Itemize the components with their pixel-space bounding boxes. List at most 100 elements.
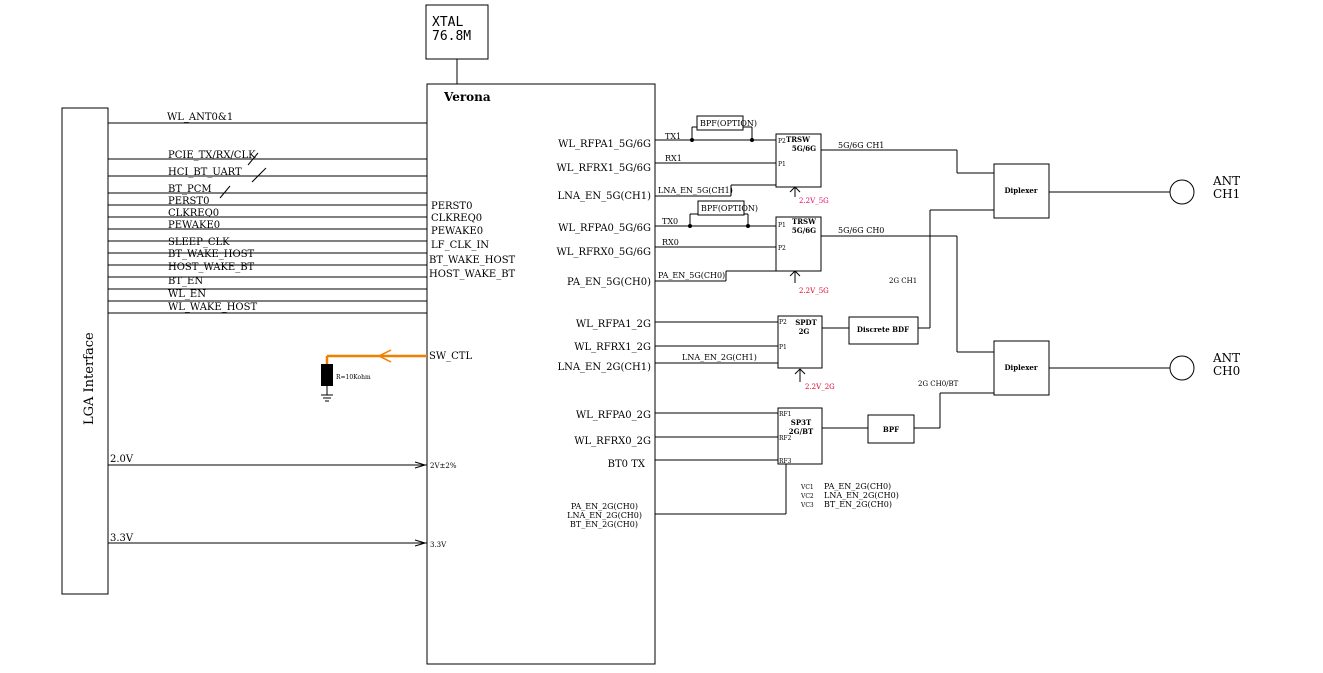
lf-clk-in-pin: LF_CLK_IN [431, 240, 489, 251]
sp3t-vc2: VC2 [800, 493, 814, 500]
hci-uart-label: HCI_BT_UART [168, 167, 242, 178]
trsw2-port-p1: P1 [778, 222, 786, 229]
lna-en-2g-ch1-net: LNA_EN_2G(CH1) [682, 353, 757, 362]
trsw1-label-2: 5G/6G [792, 144, 816, 153]
trsw2-label-2: 5G/6G [792, 226, 816, 235]
bpf-option-1-label: BPF(OPTION) [700, 119, 757, 128]
2g-ch0-bt-net: 2G CH0/BT [918, 380, 959, 388]
trsw1-label-1: TRSW [786, 135, 810, 144]
bt-en-label: BT_EN [168, 276, 203, 287]
v22-5g-net-1: 2.2V_5G [799, 197, 829, 205]
pewake-pin: PEWAKE0 [431, 226, 483, 237]
rx1-net: RX1 [665, 154, 682, 163]
ant-ch1-label-1: ANT [1212, 174, 1240, 188]
bpf-label: BPF [883, 425, 899, 434]
bt0-tx-pin: BT0 TX [608, 459, 646, 470]
xtal-box [425, 4, 489, 60]
rfrx1-5g-pin: WL_RFRX1_5G/6G [557, 163, 651, 174]
trsw1-port-p1: P1 [778, 161, 786, 168]
bpf-block [867, 414, 915, 444]
lga-interface-box [61, 107, 109, 595]
pcie-label: PCIE_TX/RX/CLK [168, 150, 256, 161]
sw-ctl-pin: SW_CTL [429, 351, 472, 362]
trsw2-port-p2: P2 [778, 245, 786, 252]
lna-en-5g-ch1-pin: LNA_EN_5G(CH1) [557, 191, 651, 202]
host-signal-lines [108, 122, 427, 314]
v20-label: 2.0V [110, 454, 134, 465]
rfpa1-2g-pin: WL_RFPA1_2G [576, 319, 651, 330]
sp3t-label-1: SP3T [791, 418, 812, 427]
ant-ch0-label-1: ANT [1212, 351, 1240, 365]
sp3t-2g-bt [777, 407, 823, 465]
bpf-option-1 [696, 115, 744, 131]
sp3t-label-2: 2G/BT [789, 427, 814, 436]
discrete-bdf-label: Discrete BDF [857, 325, 909, 334]
antenna-ch0-icon [1169, 355, 1195, 381]
perst-left-label: PERST0 [168, 196, 209, 207]
ant-ch0-label-2: CH0 [1213, 364, 1240, 378]
pulldown-resistor [321, 364, 333, 386]
bt-pcm-label: BT_PCM [168, 184, 212, 195]
rfrx0-5g-pin: WL_RFRX0_5G/6G [557, 247, 651, 258]
spdt-label-2: 2G [799, 327, 810, 336]
wl-en-label: WL_EN [168, 289, 206, 300]
tx0-net: TX0 [662, 217, 678, 226]
perst-pin: PERST0 [431, 201, 472, 212]
ant-ch1-label-2: CH1 [1213, 187, 1240, 201]
spdt-label-1: SPDT [795, 318, 817, 327]
v33-pin: 3.3V [430, 541, 447, 549]
lna-en-2g-ch0-pin: LNA_EN_2G(CH0) [567, 511, 642, 520]
diplexer-ch0-label: Diplexer [1004, 363, 1037, 372]
diplexer-ch0 [993, 340, 1050, 396]
sw-ctl-net [321, 349, 427, 402]
diplexer-ch1 [993, 163, 1050, 219]
tx1-net: TX1 [665, 132, 681, 141]
v22-5g-net-2: 2.2V_5G [799, 287, 829, 295]
sp3t-vc3: VC3 [800, 502, 814, 509]
rfpa0-5g-pin: WL_RFPA0_5G/6G [558, 223, 651, 234]
rf-5g-ch0-wiring [655, 213, 994, 353]
wl-wake-host-label: WL_WAKE_HOST [168, 302, 257, 313]
host-wake-bt-left-label: HOST_WAKE_BT [168, 262, 255, 273]
pa-en-5g-ch0-net: PA_EN_5G(CH0) [658, 271, 725, 280]
antenna-wiring [1049, 191, 1170, 369]
v33-label: 3.3V [110, 533, 134, 544]
pa-en-5g-ch0-pin: PA_EN_5G(CH0) [567, 277, 651, 288]
sp3t-port-rf3: RF3 [779, 458, 792, 465]
xtal-frequency: 76.8M [432, 29, 471, 44]
resistor-label: R=10Kohm [336, 374, 371, 381]
sp3t-port-rf2: RF2 [779, 435, 792, 442]
wl-ant-label: WL_ANT0&1 [167, 112, 233, 123]
bpf-option-2 [697, 200, 745, 216]
lna-en-5g-ch1-net: LNA_EN_5G(CH1) [658, 186, 733, 195]
rf-2g-ch1-wiring [655, 209, 994, 382]
sp3t-vc1: VC1 [800, 484, 814, 491]
5g-ch1-net: 5G/6G CH1 [838, 141, 884, 150]
2g-ch1-net: 2G CH1 [889, 277, 917, 285]
spdt-port-p2: P2 [779, 319, 787, 326]
pa-en-2g-ch0-pin: PA_EN_2G(CH0) [571, 502, 638, 511]
pewake-left-label: PEWAKE0 [168, 220, 220, 231]
vc2-signal: LNA_EN_2G(CH0) [824, 491, 899, 500]
antenna-ch1-icon [1169, 179, 1195, 205]
clkreq-left-label: CLKREQ0 [168, 208, 219, 219]
v22-2g-net: 2.2V_2G [805, 383, 835, 391]
trsw-5g-ch1 [775, 133, 822, 188]
lna-en-2g-ch1-pin: LNA_EN_2G(CH1) [557, 362, 651, 373]
sleep-clk-label: SLEEP_CLK [168, 237, 230, 248]
discrete-bdf-block [848, 316, 919, 345]
bt-en-2g-ch0-pin: BT_EN_2G(CH0) [570, 520, 638, 529]
clkreq-pin: CLKREQ0 [431, 213, 482, 224]
chip-title: Verona [443, 90, 491, 104]
v20-pin: 2V±2% [430, 462, 457, 470]
bt-wake-host-pin: BT_WAKE_HOST [429, 255, 516, 266]
lga-interface-label: LGA Interface [82, 332, 97, 425]
diplexer-ch1-label: Diplexer [1004, 186, 1037, 195]
rfpa1-5g-pin: WL_RFPA1_5G/6G [558, 139, 651, 150]
spdt-port-p1: P1 [779, 344, 787, 351]
chip-box [426, 83, 656, 665]
trsw-5g-ch0 [775, 216, 822, 272]
vc1-signal: PA_EN_2G(CH0) [824, 482, 891, 491]
host-wake-bt-pin: HOST_WAKE_BT [429, 269, 516, 280]
